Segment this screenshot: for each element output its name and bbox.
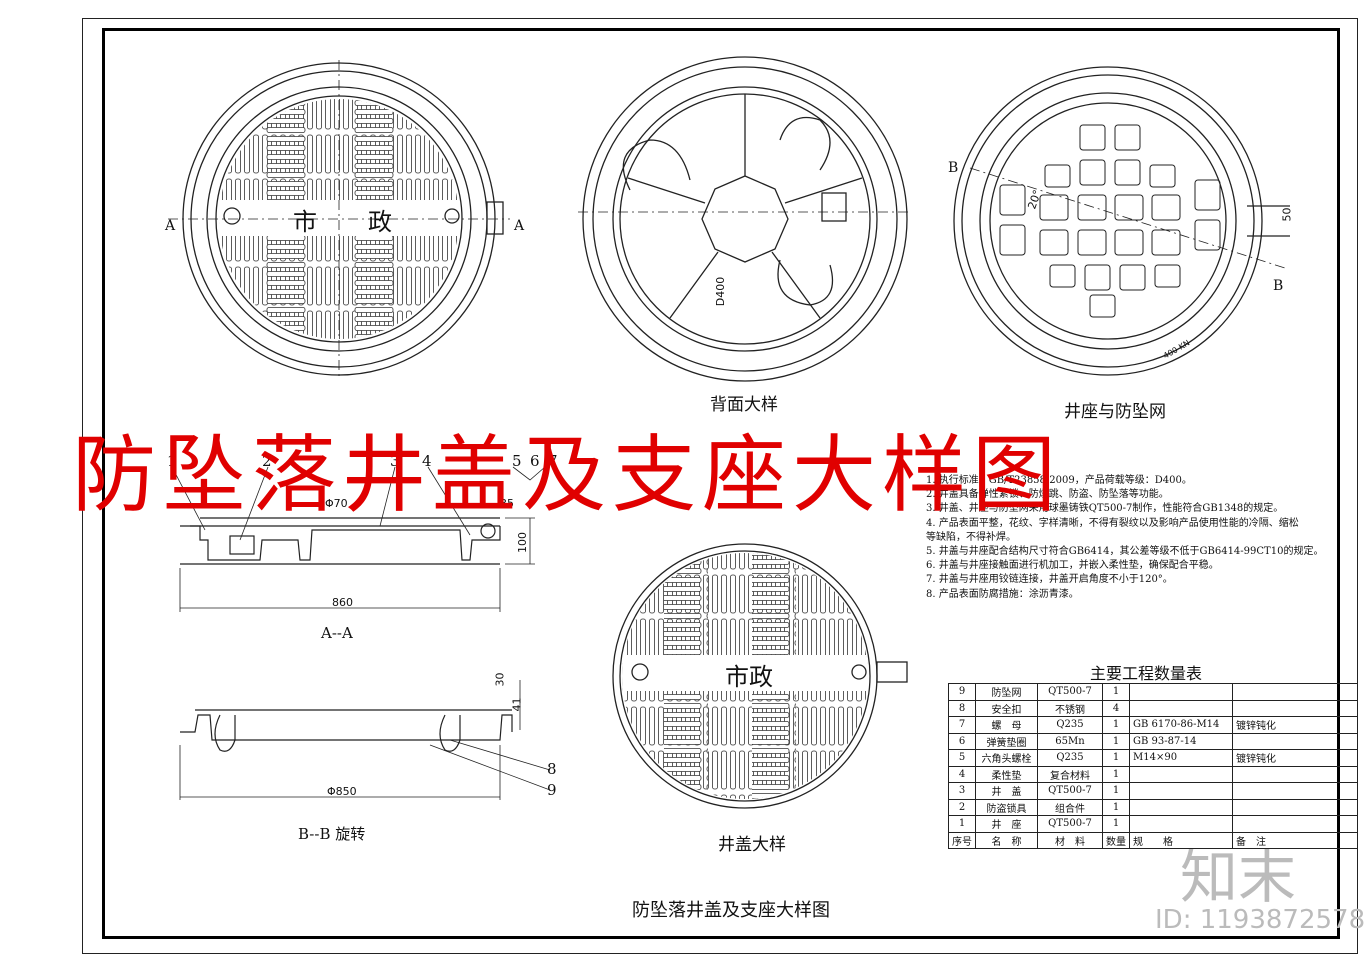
dim-phi850: Φ850 — [327, 785, 357, 798]
watermark-id: ID: 1193872578 — [1155, 905, 1366, 935]
table-header-row: 序号名 称材 料数量规 格备 注 — [948, 831, 1358, 849]
back-view — [578, 56, 912, 382]
label-back-detail: 背面大样 — [710, 395, 778, 415]
label-section-bb: B--B 旋转 — [298, 825, 366, 843]
callout-4: 4 — [422, 452, 432, 470]
dim-d41: 41 — [510, 697, 524, 712]
dim-d30: 30 — [493, 672, 507, 687]
section-mark-a-right: A — [514, 218, 525, 234]
watermark-logo: 知末 — [1180, 843, 1297, 911]
label-section-aa: A--A — [321, 624, 353, 642]
dim-d100: 100 — [516, 532, 529, 553]
callout-6: 6 — [530, 452, 540, 470]
seat-net-view — [953, 66, 1290, 376]
note-line: 2. 井盖具备弹性紧锁、防爆跳、防盗、防坠落等功能。 — [926, 489, 1169, 501]
callout-9: 9 — [547, 781, 557, 799]
note-line: 4. 产品表面平整，花纹、字样清晰，不得有裂纹以及影响产品使用性能的冷隔、缩松 — [926, 517, 1299, 529]
dim-phi70: Φ70 — [325, 497, 348, 510]
note-line: 等缺陷，不得补焊。 — [926, 531, 1016, 543]
note-line: 1. 执行标准：GB/T23858-2009，产品荷载等级：D400。 — [926, 475, 1192, 486]
label-seat-net: 井座与防坠网 — [1064, 402, 1166, 422]
label-cover-detail: 井盖大样 — [718, 835, 786, 855]
section-aa — [171, 466, 546, 612]
cover-detail-view — [612, 543, 908, 809]
section-mark-b-bottom: B — [1273, 278, 1284, 294]
cover-text-combined: 市政 — [725, 663, 773, 691]
note-line: 5. 井盖与井座配合结构尺寸符合GB6414，其公差等级不低于GB6414-99… — [926, 546, 1324, 558]
cover-plan-view — [168, 60, 510, 378]
callout-8: 8 — [547, 760, 557, 778]
section-mark-b-top: B — [948, 160, 959, 176]
dim-d35: 35 — [500, 497, 514, 510]
note-line: 8. 产品表面防腐措施：涂沥青漆。 — [926, 588, 1079, 600]
callout-5: 5 — [512, 452, 522, 470]
drawing-title: 防坠落井盖及支座大样图 — [632, 900, 830, 921]
callout-2: 2 — [262, 452, 272, 470]
callout-1: 1 — [167, 452, 177, 470]
section-mark-a-left: A — [165, 218, 176, 234]
note-line: 3. 井盖、井座与防坠网采用球墨铸铁QT500-7制作，性能符合GB1348的规… — [926, 503, 1284, 515]
cover-text-left: 市 — [293, 208, 317, 236]
callout-7: 7 — [548, 452, 558, 470]
note-line: 7. 井盖与井座用铰链连接，井盖开启角度不小于120°。 — [926, 574, 1173, 586]
dim-d50: 50 — [1280, 207, 1294, 222]
section-bb — [179, 680, 551, 800]
dim-d400: D400 — [714, 276, 728, 307]
cover-text-right: 政 — [368, 208, 392, 236]
table-title: 主要工程数量表 — [1090, 664, 1203, 683]
dim-d860: 860 — [332, 596, 353, 609]
note-line: 6. 井盖与井座接触面进行机加工，并嵌入柔性垫，确保配合平稳。 — [926, 560, 1219, 572]
drawing-frame — [102, 28, 1340, 939]
callout-3: 3 — [390, 452, 400, 470]
outer-frame — [82, 18, 1358, 954]
overlay-title: 防坠落井盖及支座大样图 — [72, 426, 1063, 524]
technical-notes: 1. 执行标准：GB/T23858-2009，产品荷载等级：D400。 2. 井… — [926, 474, 1323, 602]
